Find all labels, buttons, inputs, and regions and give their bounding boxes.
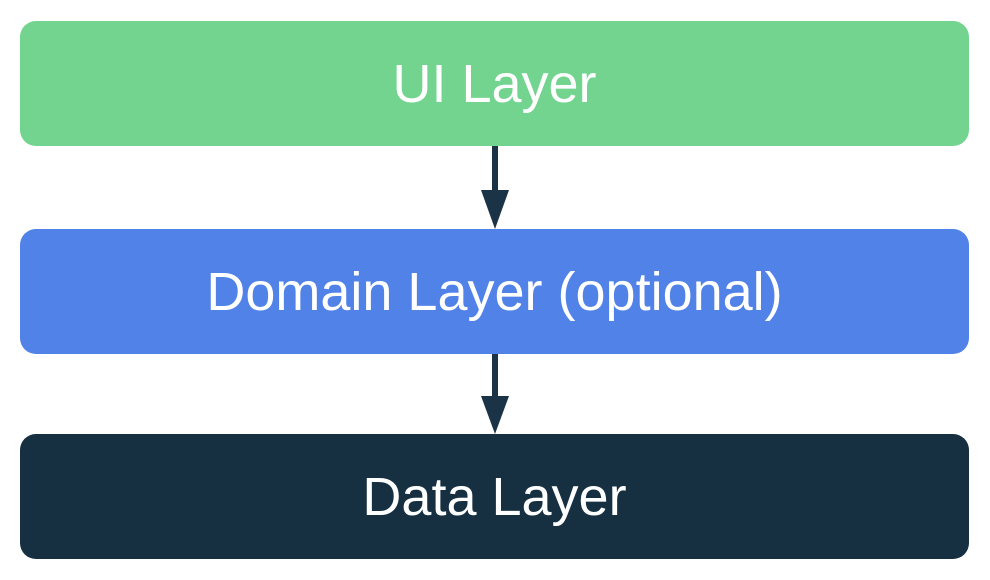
domain-layer-box: Domain Layer (optional) xyxy=(20,229,969,354)
domain-to-data-arrow xyxy=(481,354,509,434)
ui-layer-label: UI Layer xyxy=(392,53,597,114)
ui-to-domain-arrow xyxy=(481,146,509,229)
arrow-head xyxy=(481,190,509,229)
domain-layer-label: Domain Layer (optional) xyxy=(206,261,783,322)
data-layer-label: Data Layer xyxy=(362,466,627,527)
ui-layer-box: UI Layer xyxy=(20,21,969,146)
data-layer-box: Data Layer xyxy=(20,434,969,559)
arrow-head xyxy=(481,396,509,434)
